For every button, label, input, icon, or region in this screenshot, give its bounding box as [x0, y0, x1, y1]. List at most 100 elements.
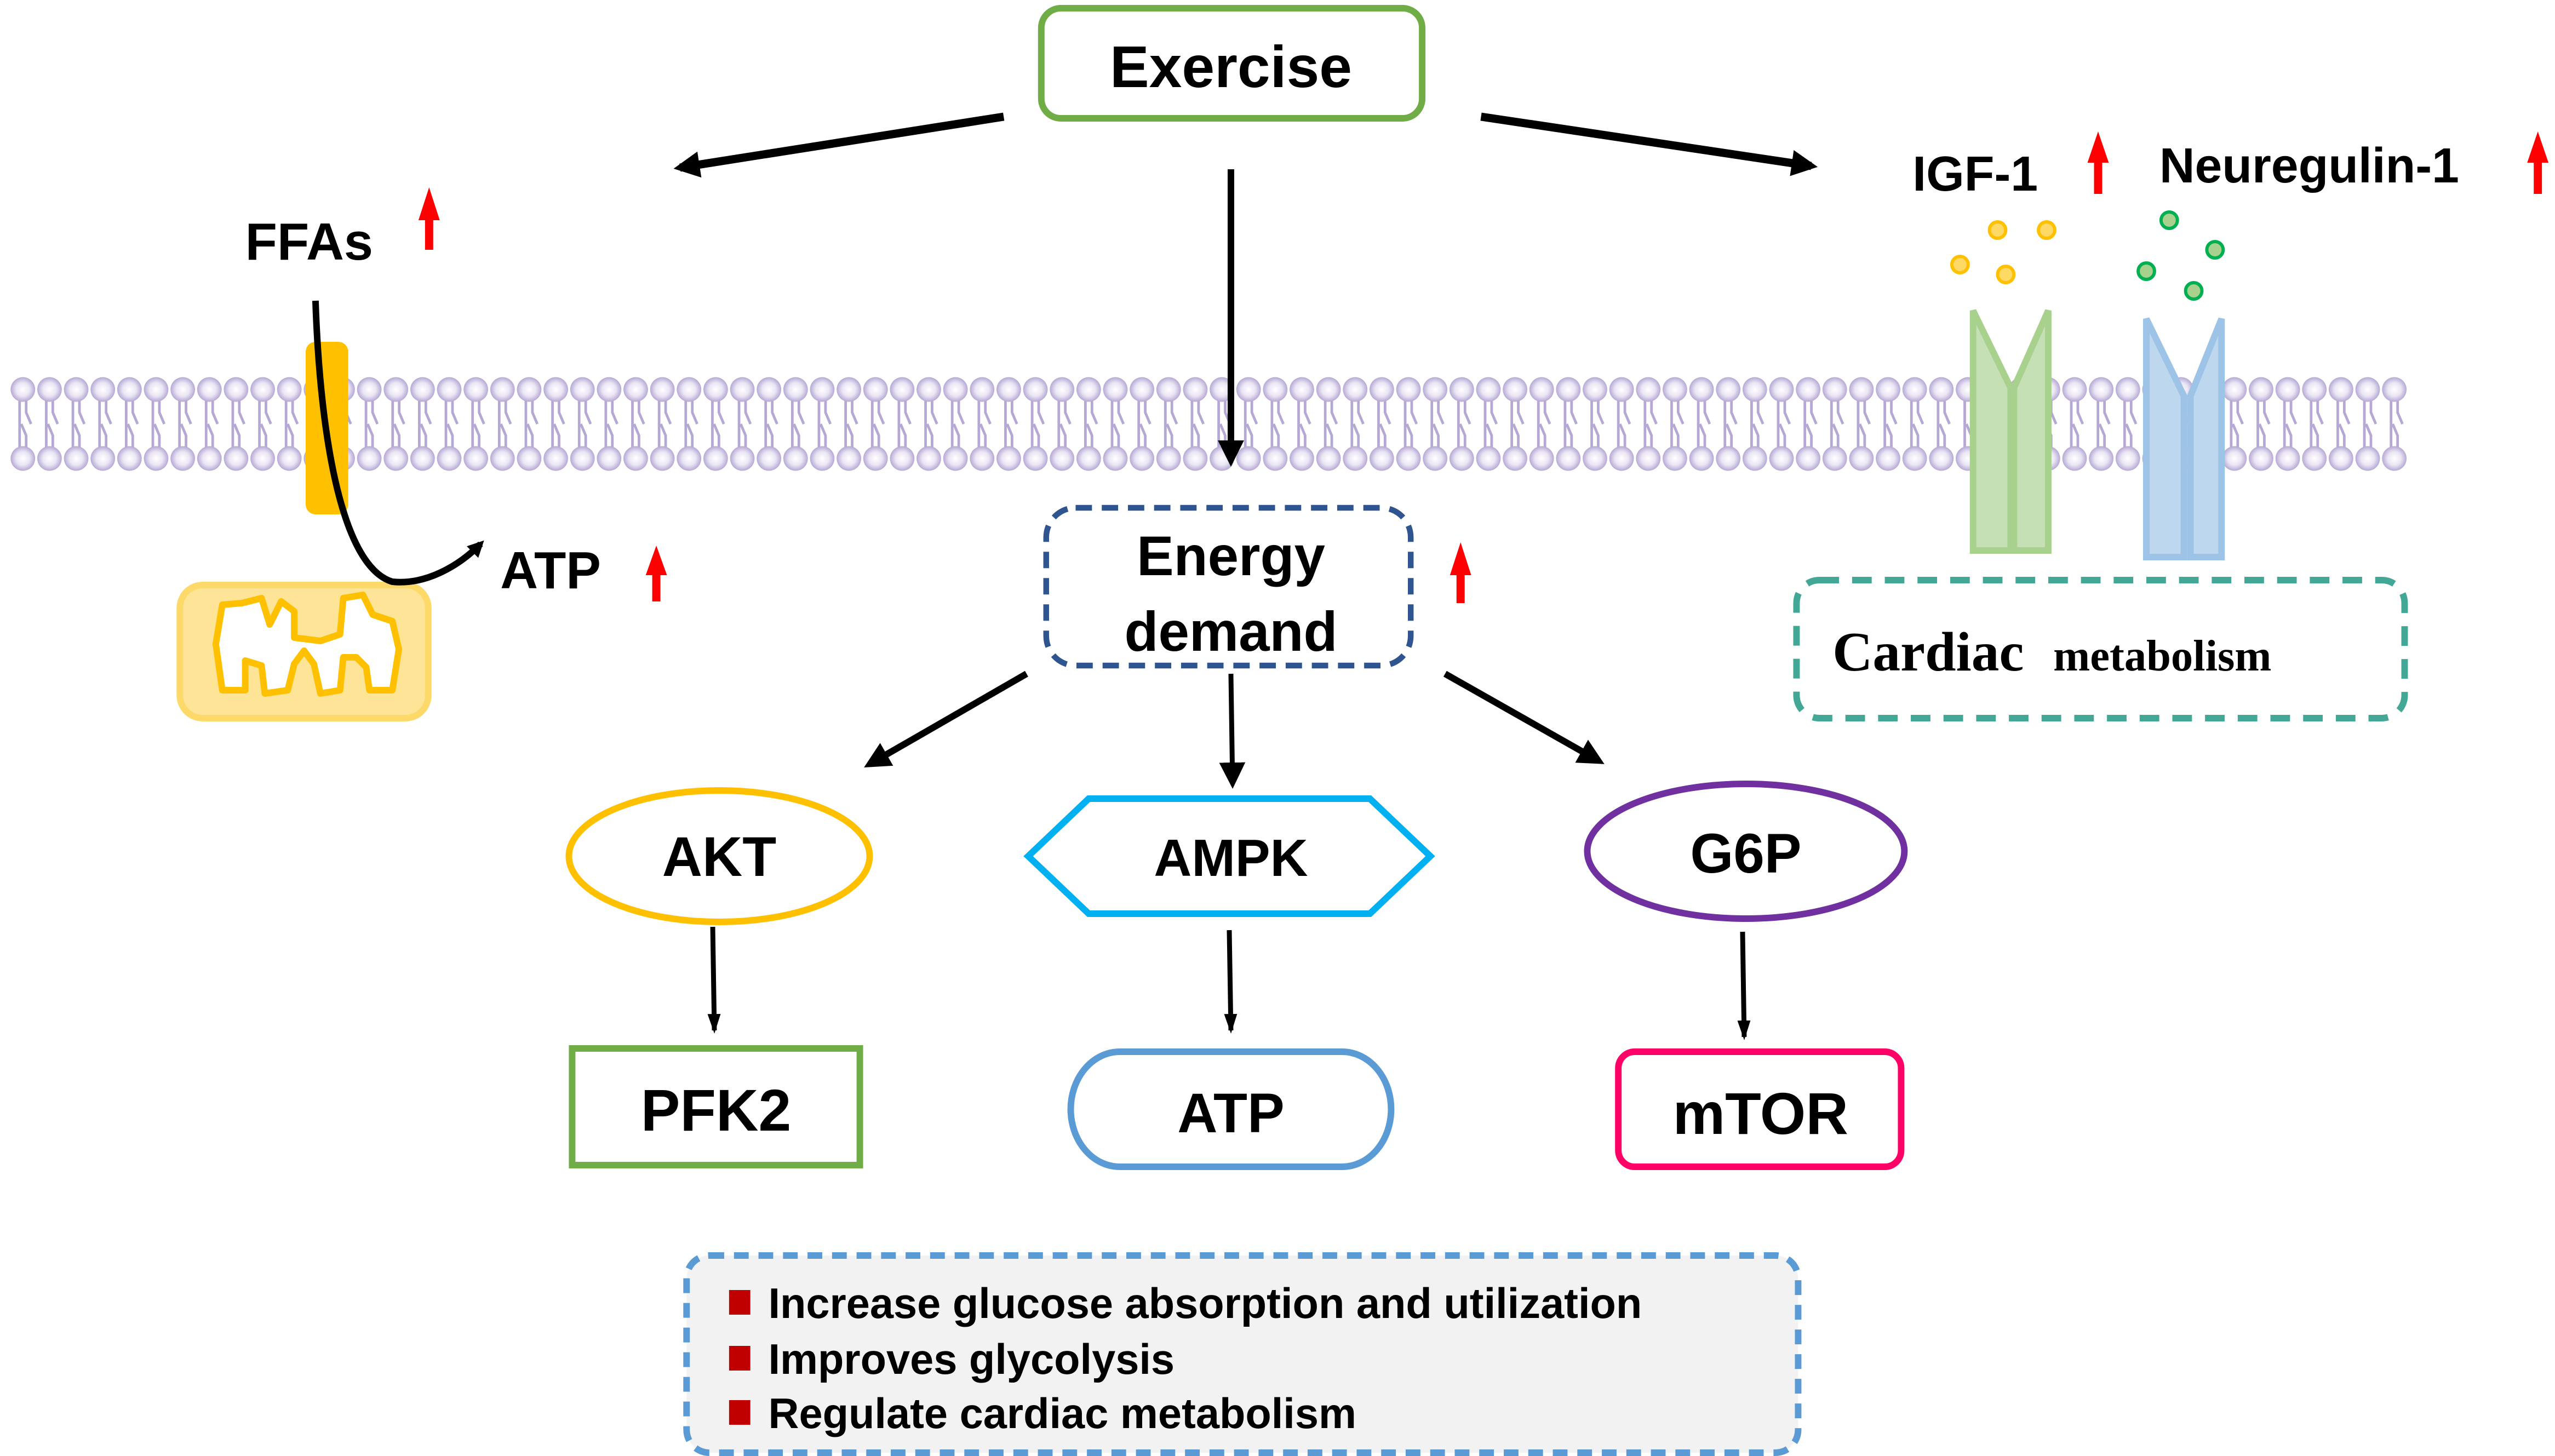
lipid-tail — [1857, 399, 1871, 449]
lipid-head — [90, 446, 116, 471]
energy-demand-line1: Energy — [1137, 525, 1325, 587]
lipid-head — [677, 377, 702, 402]
lipid-head — [703, 446, 728, 471]
lipid-head — [1236, 446, 1261, 471]
lipid-head — [1316, 377, 1341, 402]
arrow-exercise-to-growth-factors — [1480, 112, 1818, 176]
lipid-head — [623, 377, 648, 402]
lipid-head — [2222, 377, 2247, 402]
igf1-ligand-icon — [1950, 220, 2056, 284]
lipid-tail — [657, 399, 672, 449]
bullet-icon — [729, 1400, 751, 1425]
lipid-head — [2249, 446, 2273, 471]
lipid-head — [224, 446, 249, 471]
effect-text: Regulate cardiac metabolism — [768, 1390, 1356, 1437]
lipid-tail — [764, 399, 778, 449]
lipid-tail — [924, 399, 938, 449]
lipid-head — [1050, 377, 1075, 402]
lipid-head — [1929, 446, 1954, 471]
lipid-head — [383, 446, 409, 471]
lipid-head — [2275, 377, 2300, 402]
arrow-ffas-to-atp — [312, 300, 484, 586]
lipid-head — [783, 377, 808, 402]
lipid-head — [1130, 377, 1155, 402]
lipid-tail — [2256, 399, 2271, 449]
lipid-tail — [631, 399, 645, 449]
lipid-head — [570, 377, 595, 402]
g6p-label: G6P — [1690, 822, 1801, 885]
lipid-tail — [1697, 399, 1711, 449]
lipid-tail — [977, 399, 992, 449]
lipid-head — [757, 377, 782, 402]
neuregulin1-receptor-icon — [2143, 317, 2225, 560]
lipid-head — [810, 377, 835, 402]
lipid-tail — [1750, 399, 1765, 449]
lipid-head — [863, 446, 888, 471]
lipid-tail — [790, 399, 805, 449]
lipid-head — [1290, 377, 1314, 402]
lipid-head — [783, 446, 808, 471]
lipid-head — [1156, 377, 1181, 402]
effects-box: Increase glucose absorption and utilizat… — [683, 1252, 1802, 1456]
effect-item: Increase glucose absorption and utilizat… — [729, 1280, 1642, 1327]
lipid-head — [1183, 446, 1208, 471]
lipid-tail — [1910, 399, 1924, 449]
lipid-head — [943, 446, 968, 471]
energy-demand-up-arrow-icon — [1450, 542, 1471, 603]
pfk2-label: PFK2 — [641, 1077, 792, 1143]
lipid-tail — [471, 399, 485, 449]
lipid-tail — [1830, 399, 1844, 449]
lipid-head — [703, 377, 728, 402]
lipid-head — [2062, 377, 2087, 402]
lipid-tail — [1590, 399, 1605, 449]
atp-up-arrow-icon — [645, 546, 667, 601]
lipid-head — [1583, 377, 1607, 402]
lipid-head — [1902, 446, 1927, 471]
lipid-tail — [737, 399, 752, 449]
lipid-head — [1769, 446, 1794, 471]
lipid-head — [1476, 446, 1501, 471]
lipid-head — [623, 446, 648, 471]
lipid-tail — [151, 399, 166, 449]
lipid-head — [837, 446, 861, 471]
lipid-tail — [497, 399, 512, 449]
lipid-head — [1076, 446, 1101, 471]
lipid-tail — [1270, 399, 1285, 449]
lipid-head — [730, 446, 755, 471]
effect-item: Regulate cardiac metabolism — [729, 1390, 1356, 1437]
lipid-head — [144, 446, 169, 471]
arrow-g6p-to-mtor — [1737, 931, 1751, 1040]
lipid-head — [1742, 446, 1767, 471]
mtor-label: mTOR — [1673, 1080, 1848, 1147]
igf1-label: IGF-1 — [1912, 147, 2038, 202]
lipid-tail — [711, 399, 725, 449]
lipid-tail — [1190, 399, 1205, 449]
lipid-head — [1716, 377, 1741, 402]
lipid-head — [2115, 446, 2140, 471]
lipid-head — [2329, 446, 2353, 471]
lipid-head — [1796, 446, 1820, 471]
lipid-head — [64, 446, 89, 471]
lipid-tail — [71, 399, 86, 449]
lipid-tail — [870, 399, 885, 449]
ffas-up-arrow-icon — [418, 187, 440, 250]
lipid-head — [2382, 446, 2407, 471]
atp-left-label: ATP — [500, 541, 601, 600]
lipid-head — [463, 377, 489, 402]
lipid-tail — [2336, 399, 2351, 449]
lipid-head — [1476, 377, 1501, 402]
lipid-head — [224, 377, 249, 402]
lipid-head — [2249, 377, 2273, 402]
lipid-head — [916, 377, 941, 402]
lipid-head — [597, 377, 622, 402]
lipid-tail — [2096, 399, 2111, 449]
effect-text: Improves glycolysis — [768, 1336, 1175, 1383]
lipid-head — [37, 377, 62, 402]
lipid-tail — [1617, 399, 1631, 449]
lipid-head — [197, 377, 222, 402]
lipid-head — [2062, 446, 2087, 471]
lipid-head — [1609, 377, 1634, 402]
energy-demand-line2: demand — [1124, 600, 1337, 663]
lipid-head — [1822, 377, 1847, 402]
